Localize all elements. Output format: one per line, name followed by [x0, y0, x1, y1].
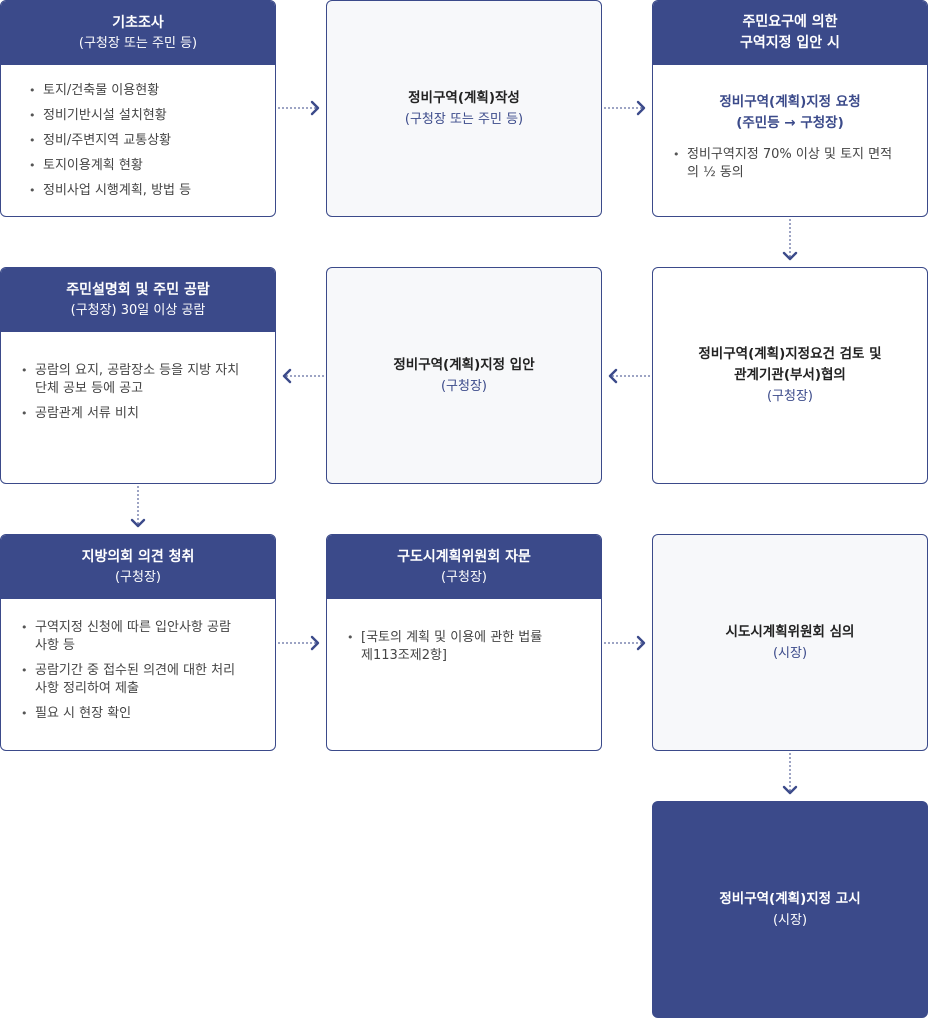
review-box: 정비구역(계획)지정요건 검토 및 관계기관(부서)협의 (구청장) [652, 267, 928, 484]
list-item: 공람관계 서류 비치 [21, 405, 245, 423]
survey-title: 기초조사 [112, 14, 164, 31]
briefing-subtitle: (구청장) 30일 이상 공람 [70, 302, 206, 318]
list-item: 토지/건축물 이용현황 [29, 82, 257, 100]
review-subtitle: (구청장) [766, 389, 814, 404]
arrow-right-icon [604, 100, 646, 116]
district-committee-title: 구도시계획위원회 자문 [397, 548, 531, 565]
proposal-subtitle: (구청장) [440, 378, 488, 394]
arrow-right-icon [278, 100, 320, 116]
draft-subtitle: (구청장 또는 주민 등) [404, 111, 524, 127]
resident-request-box: 주민요구에 의한 구역지정 입안 시 정비구역(계획)지정 요청 (주민등 → … [652, 0, 928, 217]
resident-request-accent-1: 정비구역(계획)지정 요청 [719, 94, 861, 110]
list-item: [국토의 계획 및 이용에 관한 법률 제113조제2항] [347, 629, 547, 665]
resident-request-title-2: 구역지정 입안 시 [740, 35, 840, 51]
arrow-down-icon [782, 219, 798, 261]
council-list: 구역지정 신청에 따른 입안사항 공람사항 등 공람기간 중 접수된 의견에 대… [1, 599, 275, 723]
council-box: 지방의회 의견 청취 (구청장) 구역지정 신청에 따른 입안사항 공람사항 등… [0, 534, 276, 751]
list-item: 정비/주변지역 교통상황 [29, 132, 257, 150]
survey-subtitle: (구청장 또는 주민 등) [78, 35, 198, 51]
draft-box: 정비구역(계획)작성 (구청장 또는 주민 등) [326, 0, 602, 217]
review-title-2: 관계기관(부서)협의 [734, 367, 846, 383]
briefing-title: 주민설명회 및 주민 공람 [66, 281, 210, 298]
list-item: 필요 시 현장 확인 [21, 705, 241, 723]
list-item: 정비기반시설 설치현황 [29, 107, 257, 125]
district-committee-subtitle: (구청장) [440, 569, 488, 585]
notice-box: 정비구역(계획)지정 고시 (시장) [652, 801, 928, 1018]
resident-request-title-1: 주민요구에 의한 [742, 14, 838, 30]
district-committee-header: 구도시계획위원회 자문 (구청장) [327, 535, 601, 599]
list-item: 토지이용계획 현황 [29, 157, 257, 175]
resident-request-list: 정비구역지정 70% 이상 및 토지 면적의 ½ 동의 [653, 134, 927, 182]
survey-header: 기초조사 (구청장 또는 주민 등) [1, 1, 275, 65]
city-committee-box: 시도시계획위원회 심의 (시장) [652, 534, 928, 751]
council-header: 지방의회 의견 청취 (구청장) [1, 535, 275, 599]
council-subtitle: (구청장) [114, 569, 162, 585]
arrow-left-icon [282, 368, 324, 384]
district-committee-box: 구도시계획위원회 자문 (구청장) [국토의 계획 및 이용에 관한 법률 제1… [326, 534, 602, 751]
city-committee-subtitle: (시장) [772, 645, 808, 661]
list-item: 구역지정 신청에 따른 입안사항 공람사항 등 [21, 619, 241, 655]
notice-title: 정비구역(계획)지정 고시 [719, 890, 861, 907]
list-item: 정비구역지정 70% 이상 및 토지 면적의 ½ 동의 [673, 146, 899, 182]
briefing-header: 주민설명회 및 주민 공람 (구청장) 30일 이상 공람 [1, 268, 275, 332]
proposal-title: 정비구역(계획)지정 입안 [393, 356, 535, 373]
draft-title: 정비구역(계획)작성 [408, 89, 520, 106]
survey-list: 토지/건축물 이용현황 정비기반시설 설치현황 정비/주변지역 교통상황 토지이… [1, 65, 275, 200]
list-item: 공람기간 중 접수된 의견에 대한 처리사항 정리하여 제출 [21, 662, 241, 698]
review-title-1: 정비구역(계획)지정요건 검토 및 [698, 346, 882, 362]
briefing-box: 주민설명회 및 주민 공람 (구청장) 30일 이상 공람 공람의 요지, 공람… [0, 267, 276, 484]
arrow-left-icon [608, 368, 650, 384]
arrow-right-icon [278, 635, 320, 651]
city-committee-title: 시도시계획위원회 심의 [725, 623, 855, 640]
district-committee-list: [국토의 계획 및 이용에 관한 법률 제113조제2항] [327, 599, 601, 665]
arrow-down-icon [130, 486, 146, 528]
proposal-box: 정비구역(계획)지정 입안 (구청장) [326, 267, 602, 484]
survey-box: 기초조사 (구청장 또는 주민 등) 토지/건축물 이용현황 정비기반시설 설치… [0, 0, 276, 217]
resident-request-header: 주민요구에 의한 구역지정 입안 시 [653, 1, 927, 65]
briefing-list: 공람의 요지, 공람장소 등을 지방 자치단체 공보 등에 공고 공람관계 서류… [1, 332, 275, 423]
list-item: 정비사업 시행계획, 방법 등 [29, 182, 257, 200]
arrow-right-icon [604, 635, 646, 651]
arrow-down-icon [782, 753, 798, 795]
notice-subtitle: (시장) [772, 912, 808, 928]
council-title: 지방의회 의견 청취 [81, 548, 195, 565]
list-item: 공람의 요지, 공람장소 등을 지방 자치단체 공보 등에 공고 [21, 362, 245, 398]
resident-request-accent-2: (주민등 → 구청장) [736, 115, 844, 131]
